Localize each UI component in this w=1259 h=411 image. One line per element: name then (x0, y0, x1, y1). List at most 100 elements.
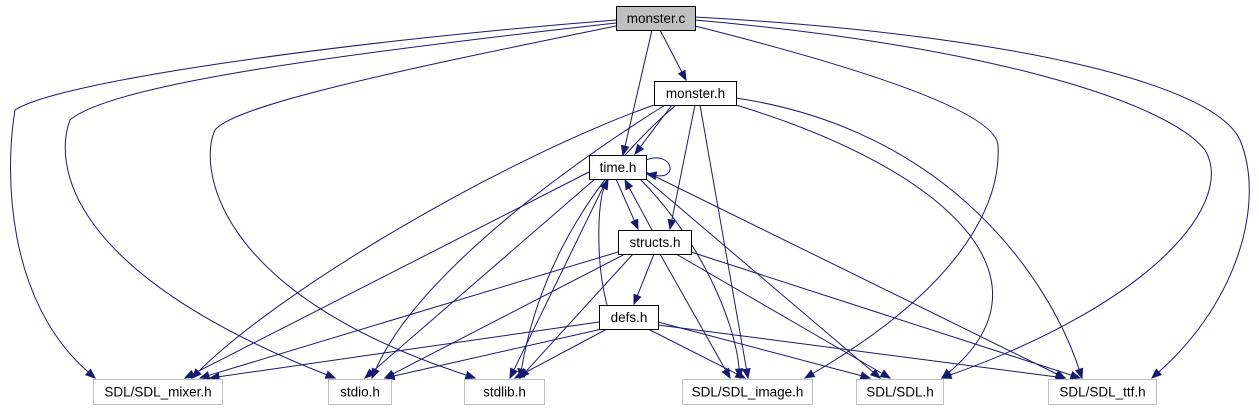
arrowhead-icon (599, 178, 609, 191)
edge-time-h-to-sdl-image-h (639, 178, 740, 371)
arrowhead-icon (1151, 368, 1162, 379)
edge-monster-c-to-sdl-ttf-h (694, 16, 1250, 374)
edge-time-h-to-sdl-ttf-h (645, 171, 1059, 375)
node-label: stdio.h (340, 385, 380, 400)
node-label: SDL/SDL_ttf.h (1059, 385, 1145, 400)
edge-layer (10, 16, 1250, 382)
edge-monster-c-to-sdl-mixer-h (10, 19, 617, 374)
node-stdio-h: stdio.h (328, 379, 392, 405)
node-time-h[interactable]: time.h (589, 155, 647, 180)
node-monster-h[interactable]: monster.h (654, 81, 737, 106)
node-label: SDL/SDL_image.h (692, 385, 804, 400)
edge-time-h-to-stdio-h (370, 178, 596, 374)
edge-time-h-to-sdl-mixer-h (191, 171, 590, 375)
node-sdl-ttf-h: SDL/SDL_ttf.h (1048, 379, 1157, 405)
node-layer: monster.c monster.h time.h structs.h defs.hS… (93, 6, 1157, 405)
arrowhead-icon (624, 178, 634, 191)
edge-monster-h-to-sdl-ttf-h (735, 97, 1080, 371)
node-defs-h[interactable]: defs.h (599, 305, 659, 330)
edge-monster-h-to-stdio-h (374, 104, 666, 371)
arrowhead-icon (513, 369, 526, 379)
node-box (464, 379, 545, 405)
edge-monster-c-to-stdlib-h (209, 25, 617, 376)
edge-structs-h-to-stdlib-h (525, 253, 634, 373)
edge-monster-c-to-sdl-image-h (694, 25, 999, 375)
arrowhead-icon (742, 367, 751, 380)
node-label: time.h (600, 160, 637, 175)
arrowhead-icon (633, 293, 642, 306)
edge-time-h-to-stdlib-h (513, 178, 608, 372)
arrowhead-icon (667, 218, 677, 231)
node-box (616, 6, 696, 31)
node-box (93, 379, 223, 405)
node-box (1048, 379, 1157, 405)
edge-defs-h-to-time-h (598, 186, 608, 306)
arrowhead-icon (363, 368, 376, 379)
arrowhead-icon (634, 143, 645, 156)
edge-defs-h-to-sdl-ttf-h (657, 324, 1058, 378)
edge-monster-h-to-sdl-h (735, 104, 994, 374)
node-stdlib-h: stdlib.h (464, 379, 545, 405)
arrowhead-icon (464, 370, 477, 380)
node-label: monster.c (627, 11, 686, 26)
arrowhead-icon (1074, 367, 1084, 380)
edge-defs-h-to-stdlib-h (521, 328, 608, 375)
node-box (328, 379, 392, 405)
edge-monster-h-to-structs-h (671, 104, 696, 222)
edge-defs-h-to-sdl-image-h (647, 328, 739, 375)
node-monster-c[interactable]: monster.c (616, 6, 696, 31)
edge-monster-h-to-sdl-mixer-h (197, 104, 655, 373)
edge-monster-c-to-sdl-h (694, 19, 1212, 376)
edge-structs-h-to-stdio-h (391, 253, 626, 375)
edge-monster-h-to-time-h (639, 104, 673, 148)
edge-defs-h-to-sdl-mixer-h (217, 321, 600, 378)
arrowhead-icon (383, 371, 396, 381)
node-box (618, 230, 692, 255)
arrowhead-icon (721, 367, 731, 380)
edge-structs-h-to-defs-h (636, 253, 655, 297)
edge-structs-h-to-sdl-h (675, 253, 884, 375)
node-sdl-h: SDL/SDL.h (856, 379, 944, 405)
node-sdl-mixer-h: SDL/SDL_mixer.h (93, 379, 223, 405)
arrowhead-icon (869, 368, 882, 379)
edge-structs-h-to-sdl-image-h (659, 253, 727, 372)
edge-defs-h-to-sdl-h (657, 321, 863, 377)
arrowhead-icon (879, 369, 892, 379)
node-label: stdlib.h (483, 385, 526, 400)
arrowhead-icon (677, 69, 687, 82)
arrowhead-icon (734, 369, 747, 379)
node-box (682, 379, 813, 405)
edge-monster-h-to-stdlib-h (520, 104, 677, 371)
node-label: SDL/SDL_mixer.h (104, 385, 211, 400)
node-box (856, 379, 944, 405)
arrowhead-icon (859, 371, 872, 380)
node-sdl-image-h: SDL/SDL_image.h (682, 379, 813, 405)
edge-time-h-to-sdl-h (645, 178, 875, 374)
arrowhead-icon (324, 370, 337, 379)
node-label: structs.h (629, 235, 680, 250)
edge-monster-c-to-monster-h (659, 29, 683, 74)
edge-monster-c-to-stdio-h (64, 22, 617, 376)
edge-monster-h-to-sdl-image-h (699, 104, 748, 371)
arrowhead-icon (509, 367, 519, 380)
node-label: defs.h (611, 310, 648, 325)
edge-defs-h-to-stdio-h (392, 328, 603, 377)
arrowhead-icon (620, 144, 630, 157)
node-box (654, 81, 737, 106)
arrowhead-icon (198, 371, 211, 380)
node-box (589, 155, 647, 180)
node-label: monster.h (666, 86, 725, 101)
edge-structs-h-to-time-h (628, 186, 653, 231)
node-box (599, 305, 659, 330)
arrowhead-icon (803, 369, 816, 379)
arrowhead-icon (940, 368, 953, 379)
edge-monster-c-to-time-h (624, 29, 653, 148)
edge-time-h-to-structs-h (615, 178, 636, 222)
edge-structs-h-to-sdl-ttf-h (690, 251, 1073, 376)
node-structs-h[interactable]: structs.h (618, 230, 692, 255)
edge-time-h-to-time-h (645, 157, 671, 177)
arrowhead-icon (84, 368, 97, 379)
node-label: SDL/SDL.h (866, 385, 934, 400)
arrowhead-icon (1069, 370, 1082, 380)
